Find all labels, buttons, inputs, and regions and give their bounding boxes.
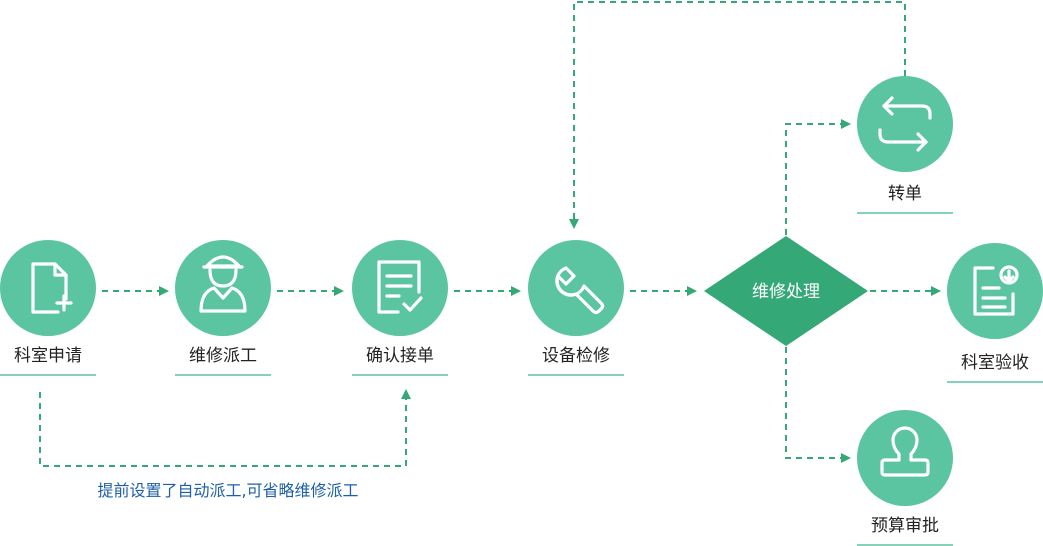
node-circle bbox=[947, 243, 1043, 339]
node-circle bbox=[175, 240, 271, 336]
stamp-icon bbox=[880, 426, 930, 477]
node-circle bbox=[857, 76, 953, 172]
node-label: 转单 bbox=[888, 184, 922, 204]
arrow-skip-dispatch bbox=[39, 389, 411, 467]
arrow-decision-to-budget bbox=[785, 347, 851, 463]
worker-icon bbox=[199, 255, 247, 313]
node-label: 设备检修 bbox=[542, 346, 610, 366]
file-plus-icon bbox=[31, 262, 73, 314]
checklist-icon bbox=[377, 260, 423, 314]
node-transfer: 转单 bbox=[857, 76, 953, 214]
node-label: 科室验收 bbox=[961, 353, 1029, 373]
node-apply: 科室申请 bbox=[0, 240, 96, 376]
node-circle bbox=[352, 240, 448, 336]
node-circle bbox=[857, 410, 953, 506]
decision-label: 维修处理 bbox=[752, 282, 820, 302]
auto-dispatch-note: 提前设置了自动派工,可省略维修派工 bbox=[97, 481, 358, 500]
node-dispatch: 维修派工 bbox=[175, 240, 271, 376]
arrow-decision-to-transfer bbox=[785, 119, 851, 235]
node-label: 预算审批 bbox=[871, 516, 939, 536]
node-budget: 预算审批 bbox=[857, 410, 953, 546]
document-download-icon bbox=[973, 265, 1019, 316]
node-circle bbox=[528, 240, 624, 336]
node-label: 确认接单 bbox=[366, 346, 434, 366]
node-label: 维修派工 bbox=[189, 346, 257, 366]
node-accept: 科室验收 bbox=[947, 243, 1043, 383]
node-confirm: 确认接单 bbox=[352, 240, 448, 376]
wrench-icon bbox=[555, 266, 605, 315]
connectors bbox=[39, 1, 941, 467]
swap-arrows-icon bbox=[878, 96, 932, 152]
decision-diamond bbox=[704, 236, 868, 346]
node-label: 科室申请 bbox=[14, 346, 82, 366]
node-repair: 设备检修 bbox=[528, 240, 624, 376]
arrow-transfer-to-repair bbox=[569, 1, 906, 229]
node-circle bbox=[0, 240, 96, 336]
node-decision: 维修处理 bbox=[704, 236, 868, 346]
